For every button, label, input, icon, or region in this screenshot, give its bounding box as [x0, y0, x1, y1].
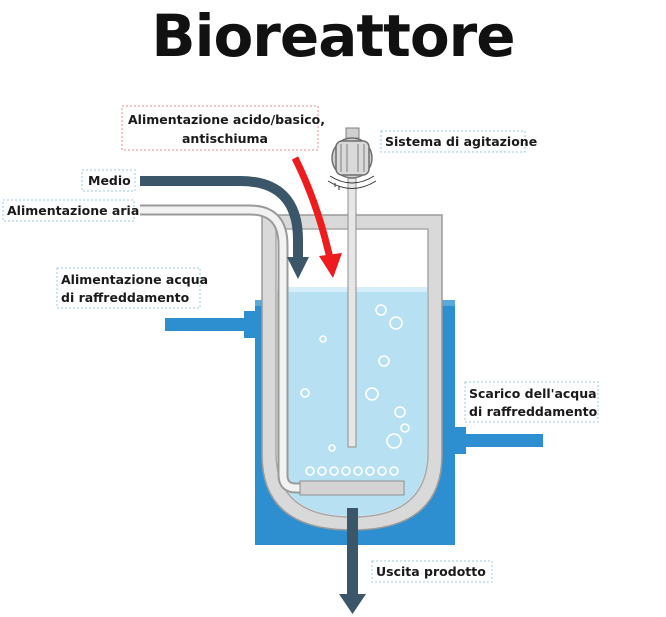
- agitation-label: Sistema di agitazione: [385, 134, 537, 149]
- acid-feed-label-line2: antischiuma: [182, 131, 268, 146]
- agitator-motor-icon: [331, 127, 373, 179]
- air-bubbles: [300, 304, 410, 476]
- acid-feed-label-line1: Alimentazione acido/basico,: [128, 112, 325, 127]
- sparger: [299, 480, 405, 496]
- page-title: Bioreattore: [151, 2, 515, 70]
- cooling-out-label-line1: Scarico dell'acqua: [469, 386, 597, 401]
- product-outlet-pipe: [347, 508, 358, 595]
- cooling-in-label-line2: di raffreddamento: [61, 290, 190, 305]
- acid-feed-arrow: [319, 253, 342, 278]
- rotation-icon: [327, 175, 377, 190]
- product-out-label: Uscita prodotto: [376, 564, 486, 579]
- cooling-outlet-nozzle: [452, 427, 466, 454]
- acid-feed-pipe: [291, 156, 334, 259]
- agitator-shaft: [347, 149, 357, 448]
- medium-feed-pipe: [140, 176, 303, 258]
- medium-label: Medio: [88, 173, 131, 188]
- medium-feed-arrow: [287, 257, 309, 279]
- cooling-in-label-line1: Alimentazione acqua: [61, 272, 208, 287]
- product-outlet-arrow: [339, 594, 366, 614]
- cooling-outlet-pipe: [455, 434, 543, 447]
- cooling-inlet-nozzle: [244, 311, 258, 338]
- air-feed-label: Alimentazione aria: [7, 203, 139, 218]
- cooling-out-label-line2: di raffreddamento: [469, 404, 598, 419]
- cooling-inlet-pipe: [165, 318, 255, 331]
